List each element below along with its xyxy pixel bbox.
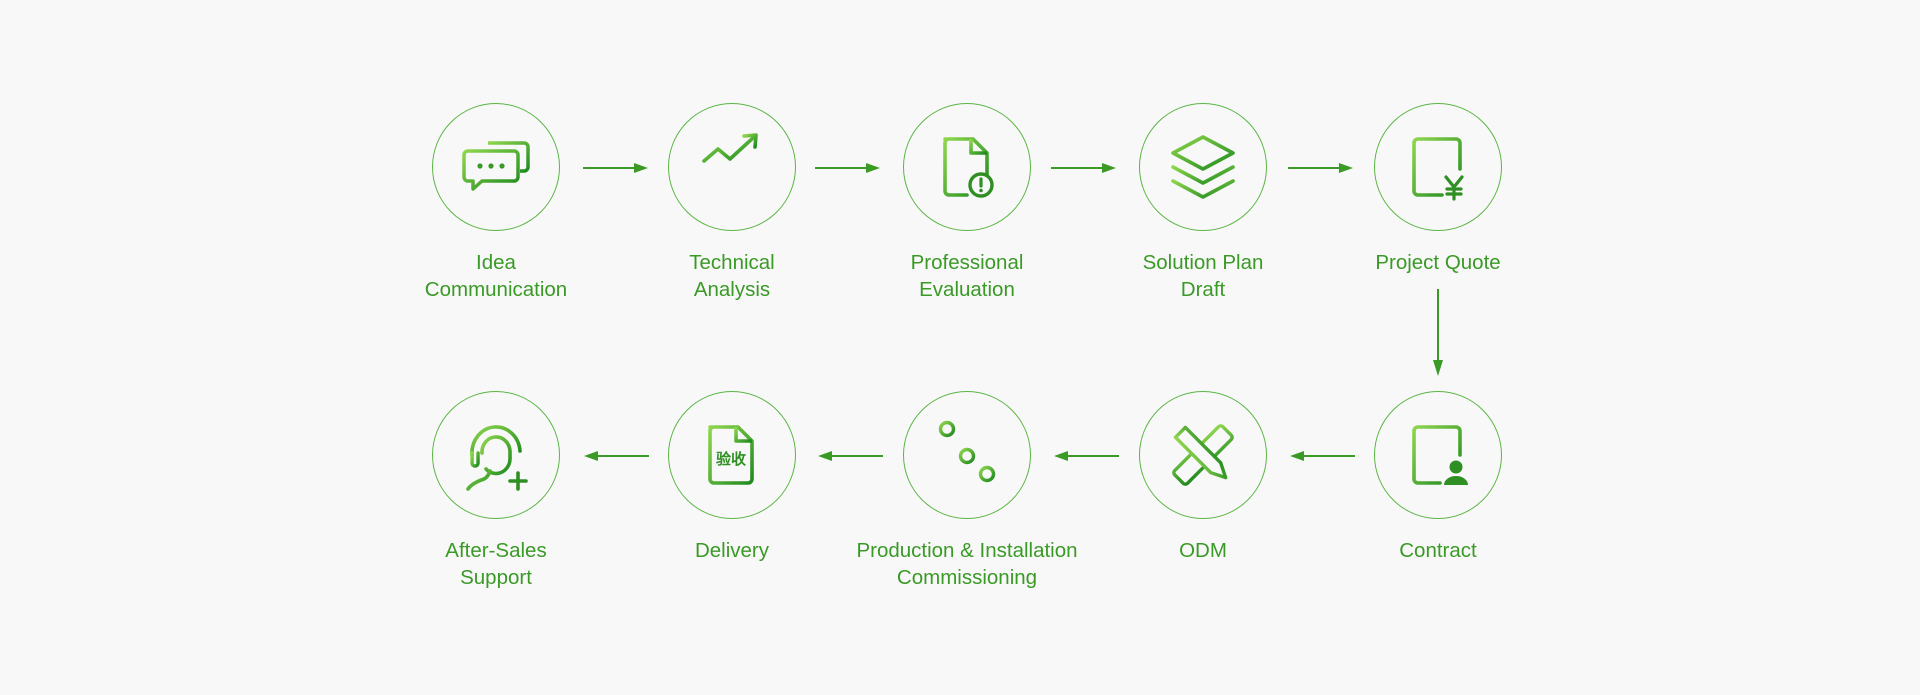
step-label: Idea Communication — [356, 249, 636, 303]
step-label: Delivery — [592, 537, 872, 564]
step-circle[interactable] — [668, 103, 796, 231]
arrow-left — [1054, 451, 1119, 461]
label-line: Idea — [476, 251, 516, 274]
label-line: ODM — [1179, 539, 1227, 562]
label-line: Delivery — [694, 539, 770, 562]
arrow-right — [815, 163, 880, 173]
acceptance-text: 验收 — [716, 450, 746, 468]
yen-document-icon — [1412, 137, 1464, 201]
stacked-layers-icon — [1171, 135, 1235, 199]
step-circle[interactable]: 验收 — [668, 391, 796, 519]
arrow-left — [584, 451, 649, 461]
label-line: Evaluation — [919, 278, 1015, 301]
step-circle[interactable] — [903, 103, 1031, 231]
label-line: Analysis — [693, 278, 771, 301]
label-line: Support — [460, 566, 532, 589]
label-line: Draft — [1180, 278, 1226, 301]
document-person-icon — [1412, 425, 1468, 485]
step-label: Production & Installation Commissioning — [827, 537, 1107, 591]
step-label: After-Sales Support — [356, 537, 636, 591]
step-circle[interactable] — [1374, 391, 1502, 519]
step-circle[interactable] — [432, 391, 560, 519]
step-label: Project Quote — [1298, 249, 1578, 276]
arrow-right — [583, 163, 648, 173]
acceptance-document-icon: 验收 — [708, 425, 754, 485]
support-agent-icon — [466, 425, 528, 491]
label-line: Contract — [1399, 539, 1477, 562]
step-circle[interactable] — [432, 103, 560, 231]
step-label: Solution Plan Draft — [1063, 249, 1343, 303]
document-alert-icon — [943, 137, 994, 198]
arrow-down — [1433, 289, 1443, 376]
label-line: Technical — [689, 251, 775, 274]
step-circle[interactable] — [1139, 391, 1267, 519]
arrow-left — [1290, 451, 1355, 461]
step-circle[interactable] — [903, 391, 1031, 519]
arrow-right — [1051, 163, 1116, 173]
step-circle[interactable] — [1139, 103, 1267, 231]
step-label: Contract — [1298, 537, 1578, 564]
label-line: Solution Plan — [1142, 251, 1264, 274]
step-circle[interactable] — [1374, 103, 1502, 231]
chat-bubbles-icon — [462, 141, 530, 191]
label-line: Production & Installation — [856, 539, 1078, 562]
sliders-icon — [938, 420, 996, 487]
step-label: Technical Analysis — [592, 249, 872, 303]
pencil-ruler-icon — [1172, 424, 1234, 486]
arrow-left — [818, 451, 883, 461]
label-line: Professional — [910, 251, 1024, 274]
trend-chart-icon — [702, 133, 758, 193]
label-line: Communication — [424, 278, 568, 301]
step-label: ODM — [1063, 537, 1343, 564]
step-label: Professional Evaluation — [827, 249, 1107, 303]
label-line: After-Sales — [445, 539, 547, 562]
label-line: Project Quote — [1375, 251, 1501, 274]
arrow-right — [1288, 163, 1353, 173]
label-line: Commissioning — [896, 566, 1038, 589]
